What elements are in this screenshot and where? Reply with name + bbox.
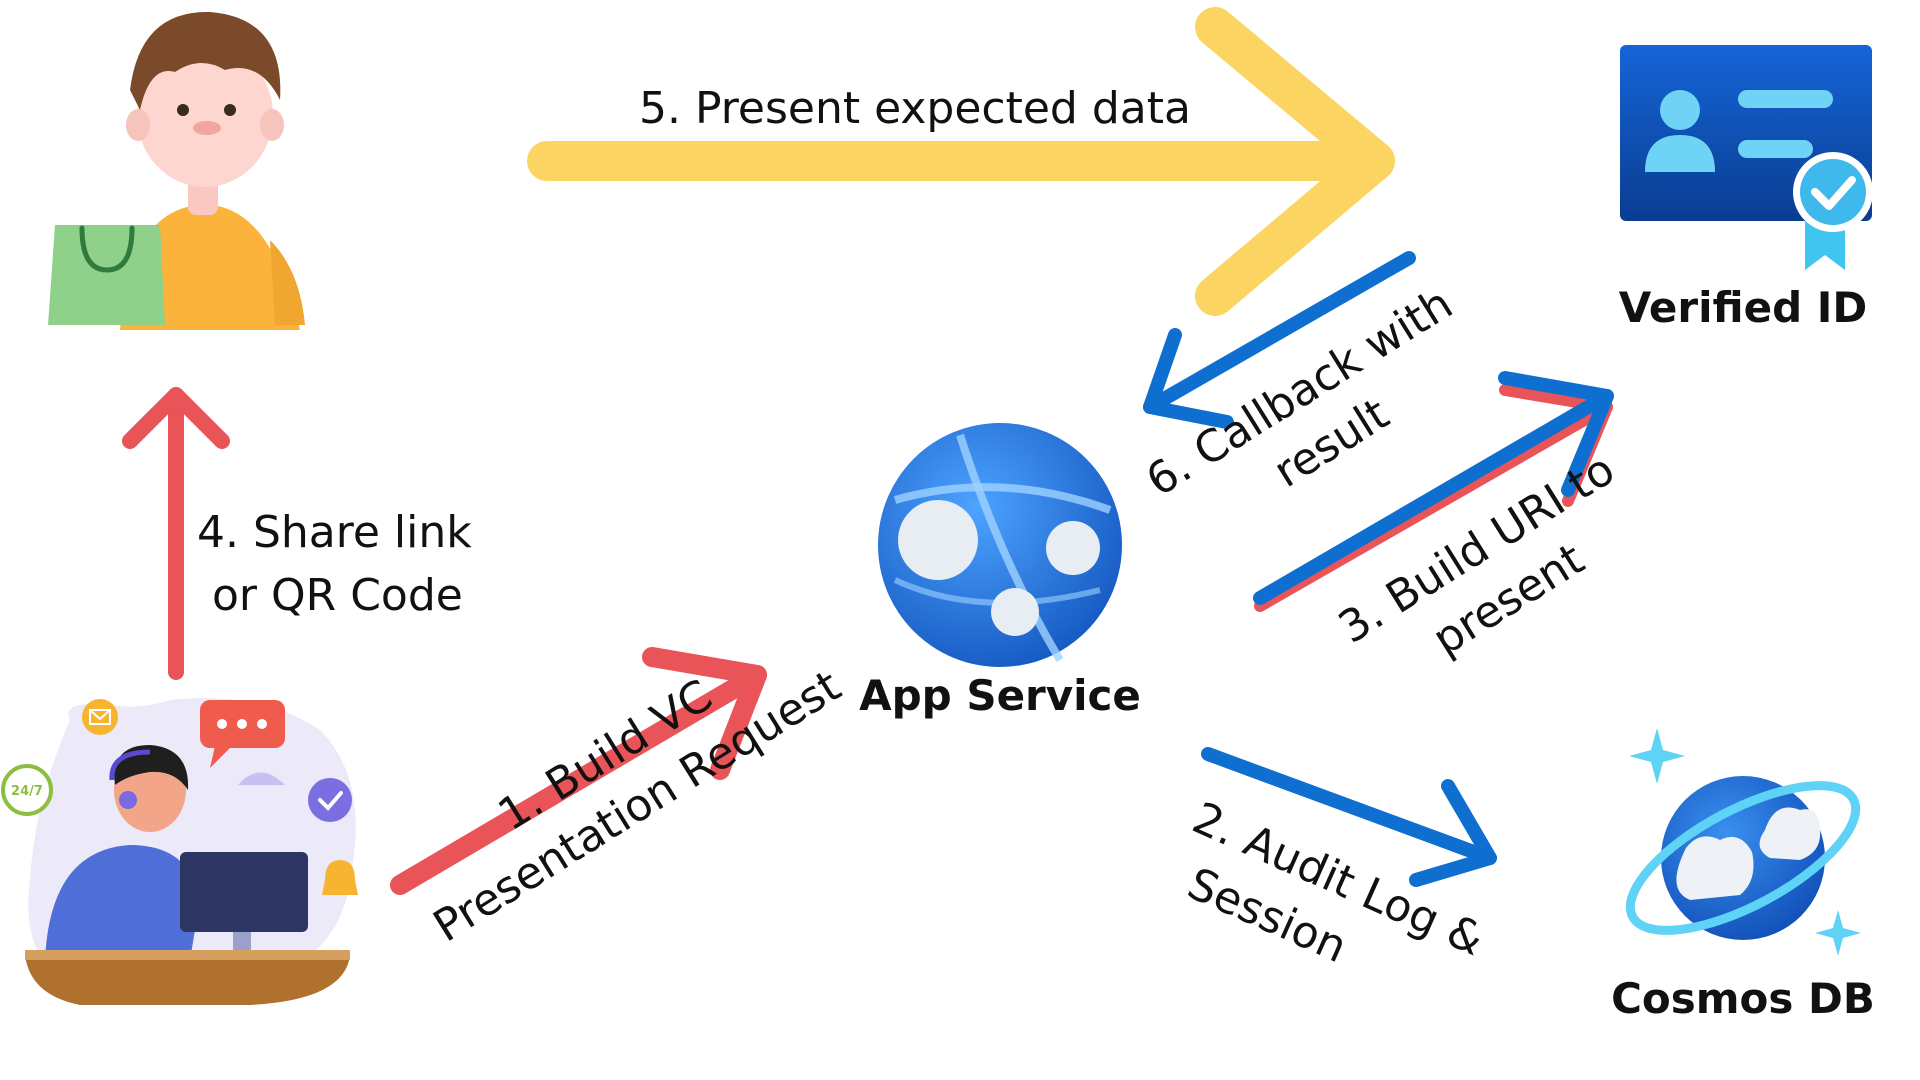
app-service-label: App Service bbox=[859, 671, 1141, 720]
support-agent-illustration: 24/7 bbox=[1, 698, 358, 1005]
step1-label-line2: Presentation Request bbox=[425, 661, 850, 953]
customer-illustration bbox=[48, 11, 305, 330]
app-service-icon bbox=[878, 423, 1122, 667]
step4-arrow bbox=[122, 387, 230, 680]
agent-24-7-badge: 24/7 bbox=[11, 784, 43, 799]
step4-label-line1: 4. Share link bbox=[197, 507, 472, 558]
cosmos-db-icon bbox=[1625, 728, 1861, 956]
step6-arrow bbox=[1143, 251, 1416, 429]
step4-label-line2: or QR Code bbox=[212, 570, 463, 621]
step5-label: 5. Present expected data bbox=[639, 83, 1191, 134]
cosmos-db-label: Cosmos DB bbox=[1611, 974, 1875, 1023]
verified-id-label: Verified ID bbox=[1619, 283, 1868, 332]
step1-arrow bbox=[390, 647, 767, 895]
verified-id-icon bbox=[1620, 45, 1873, 270]
step3-arrow bbox=[1253, 371, 1614, 612]
step2-arrow bbox=[1201, 747, 1497, 887]
step5-arrow bbox=[527, 7, 1395, 316]
